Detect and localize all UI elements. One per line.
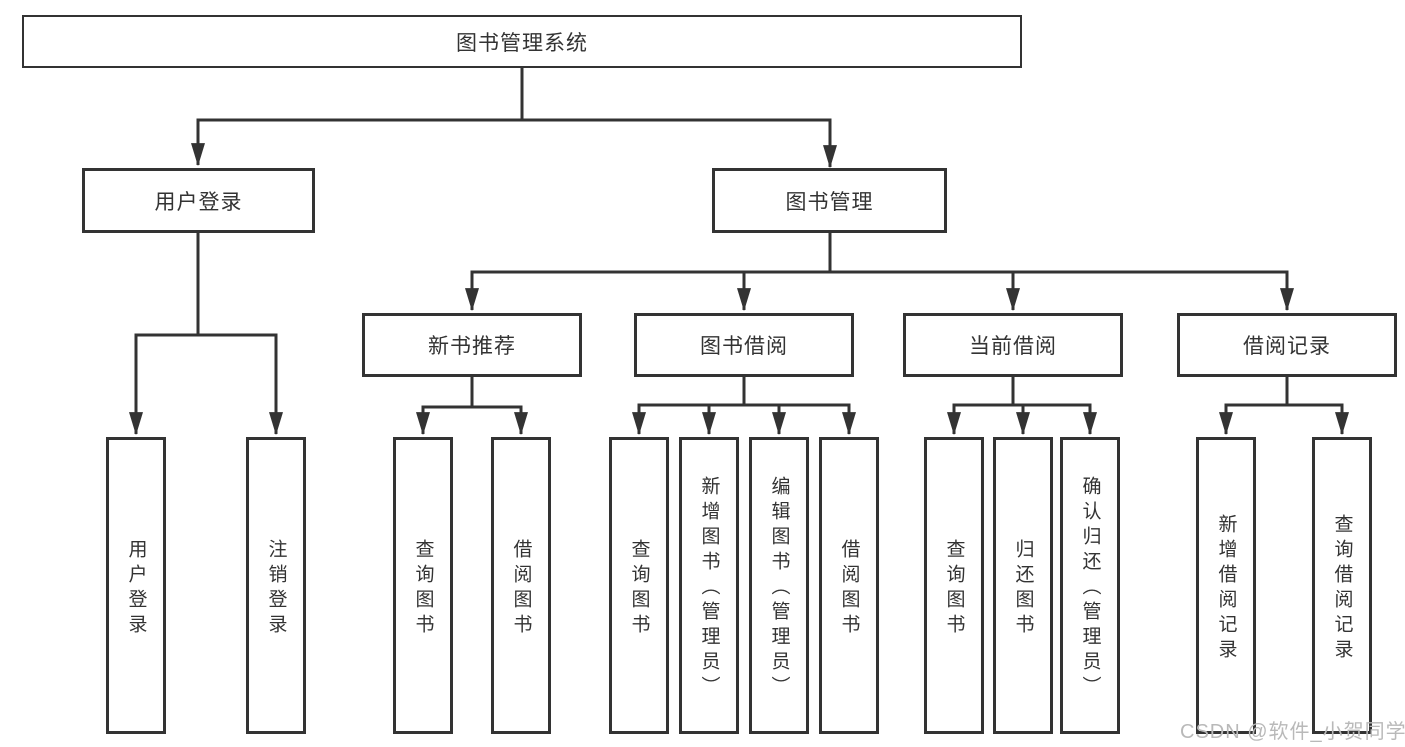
leaf-query-books-3: 查询图书 xyxy=(924,437,984,734)
node-user-login: 用户登录 xyxy=(82,168,315,233)
leaf-query-borrow-record: 查询借阅记录 xyxy=(1312,437,1372,734)
leaf-add-books-admin: 新增图书（管理员） xyxy=(679,437,739,734)
leaf-add-borrow-record: 新增借阅记录 xyxy=(1196,437,1256,734)
leaf-confirm-return-admin: 确认归还（管理员） xyxy=(1060,437,1120,734)
leaf-query-books-2: 查询图书 xyxy=(609,437,669,734)
leaf-borrow-books-2: 借阅图书 xyxy=(819,437,879,734)
leaf-query-books-1: 查询图书 xyxy=(393,437,453,734)
node-new-book-recommend: 新书推荐 xyxy=(362,313,582,377)
node-book-borrow: 图书借阅 xyxy=(634,313,854,377)
node-current-borrow: 当前借阅 xyxy=(903,313,1123,377)
leaf-return-books: 归还图书 xyxy=(993,437,1053,734)
node-root-system: 图书管理系统 xyxy=(22,15,1022,68)
branch-current-borrow xyxy=(947,375,1097,436)
branch-new-books xyxy=(416,375,528,436)
branch-borrow-records xyxy=(1219,375,1349,436)
branch-user-login xyxy=(129,230,283,436)
leaf-edit-books-admin: 编辑图书（管理员） xyxy=(749,437,809,734)
branch-book-management xyxy=(465,230,1294,312)
leaf-user-login: 用户登录 xyxy=(106,437,166,734)
leaf-logout: 注销登录 xyxy=(246,437,306,734)
node-borrow-records: 借阅记录 xyxy=(1177,313,1397,377)
csdn-watermark: CSDN @软件_小贺同学 xyxy=(1180,721,1405,743)
branch-book-borrow xyxy=(632,375,856,436)
node-book-management: 图书管理 xyxy=(712,168,947,233)
branch-root xyxy=(191,65,837,169)
leaf-borrow-books-1: 借阅图书 xyxy=(491,437,551,734)
